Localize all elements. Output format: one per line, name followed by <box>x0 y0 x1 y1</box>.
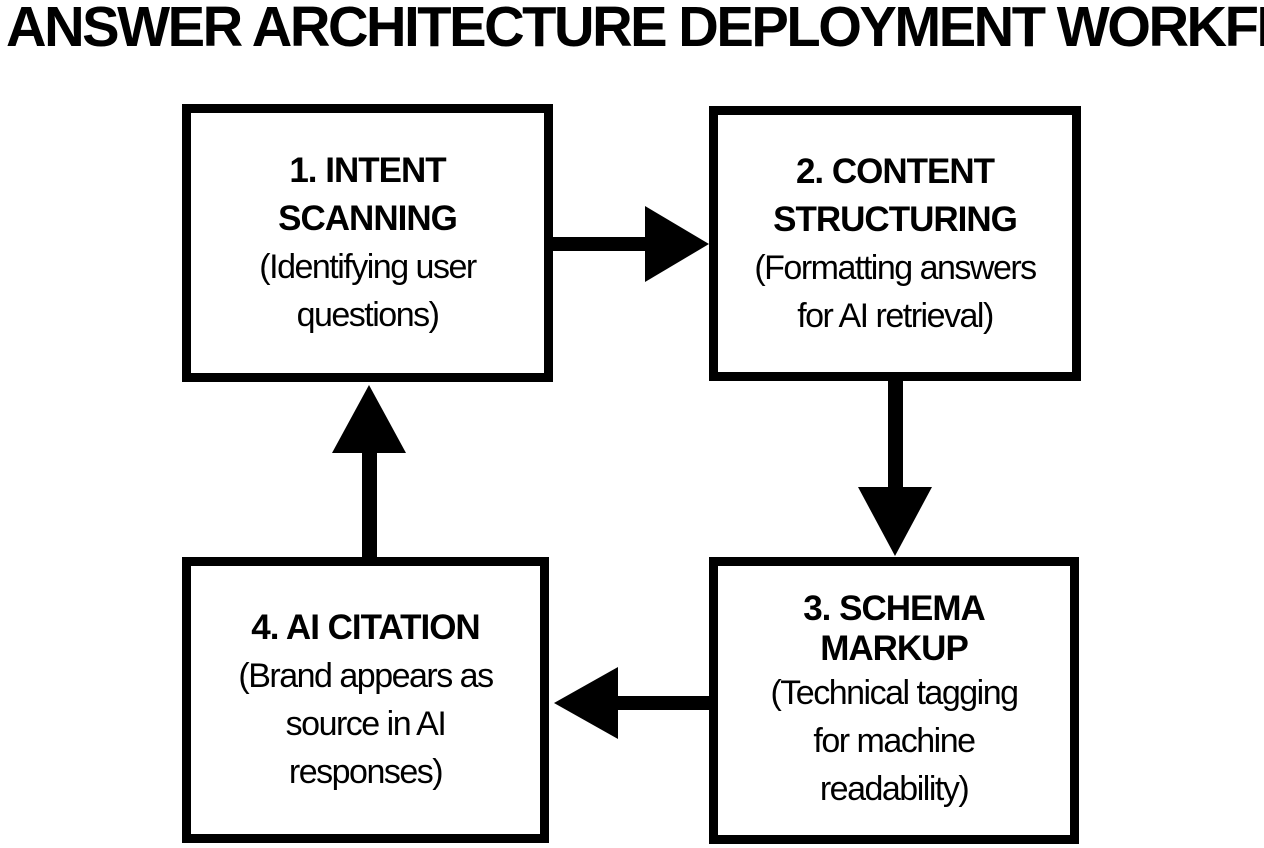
node-title-line: 1. INTENT <box>289 151 446 190</box>
node-description-line: readability) <box>819 769 970 808</box>
node-description: (Brand appears as source in AI responses… <box>238 652 494 796</box>
node-description: (Identifying user questions) <box>259 243 477 339</box>
node-description-line: for machine <box>813 721 976 760</box>
node-title-line: 3. SCHEMA <box>803 588 986 628</box>
arrow-left-icon <box>554 667 710 739</box>
node-description-line: source in AI <box>285 705 447 743</box>
node-title-line: SCANNING <box>278 199 458 238</box>
node-description-line: (Brand appears as <box>238 657 494 695</box>
node-title: 3. SCHEMA MARKUP <box>803 588 986 669</box>
node-title-line: 2. CONTENT <box>795 151 995 191</box>
node-title-line: STRUCTURING <box>773 199 1018 239</box>
node-ai-citation: 4. AI CITATION (Brand appears as source … <box>182 557 549 843</box>
node-content-structuring: 2. CONTENT STRUCTURING (Formatting answe… <box>709 106 1081 381</box>
node-title-line: MARKUP <box>820 628 969 668</box>
diagram-title: ANSWER ARCHITECTURE DEPLOYMENT WORKFLOW <box>6 0 1264 59</box>
node-description: (Technical tagging for machine readabili… <box>770 669 1019 813</box>
node-description-line: questions) <box>296 296 440 334</box>
arrow-up-icon <box>332 385 406 557</box>
node-title: 1. INTENT SCANNING <box>278 147 458 243</box>
node-description-line: for AI retrieval) <box>797 296 994 335</box>
node-description: (Formatting answers for AI retrieval) <box>754 244 1037 340</box>
node-schema-markup: 3. SCHEMA MARKUP (Technical tagging for … <box>709 557 1079 844</box>
node-description-line: (Formatting answers <box>754 248 1037 287</box>
arrow-down-icon <box>858 380 932 556</box>
node-intent-scanning: 1. INTENT SCANNING (Identifying user que… <box>182 104 553 382</box>
arrow-right-icon <box>552 206 709 282</box>
node-description-line: (Technical tagging <box>770 673 1019 712</box>
node-title: 2. CONTENT STRUCTURING <box>773 148 1018 244</box>
node-title: 4. AI CITATION <box>251 604 480 652</box>
node-description-line: responses) <box>288 753 444 791</box>
node-title-line: 4. AI CITATION <box>251 608 480 647</box>
node-description-line: (Identifying user <box>259 248 477 286</box>
